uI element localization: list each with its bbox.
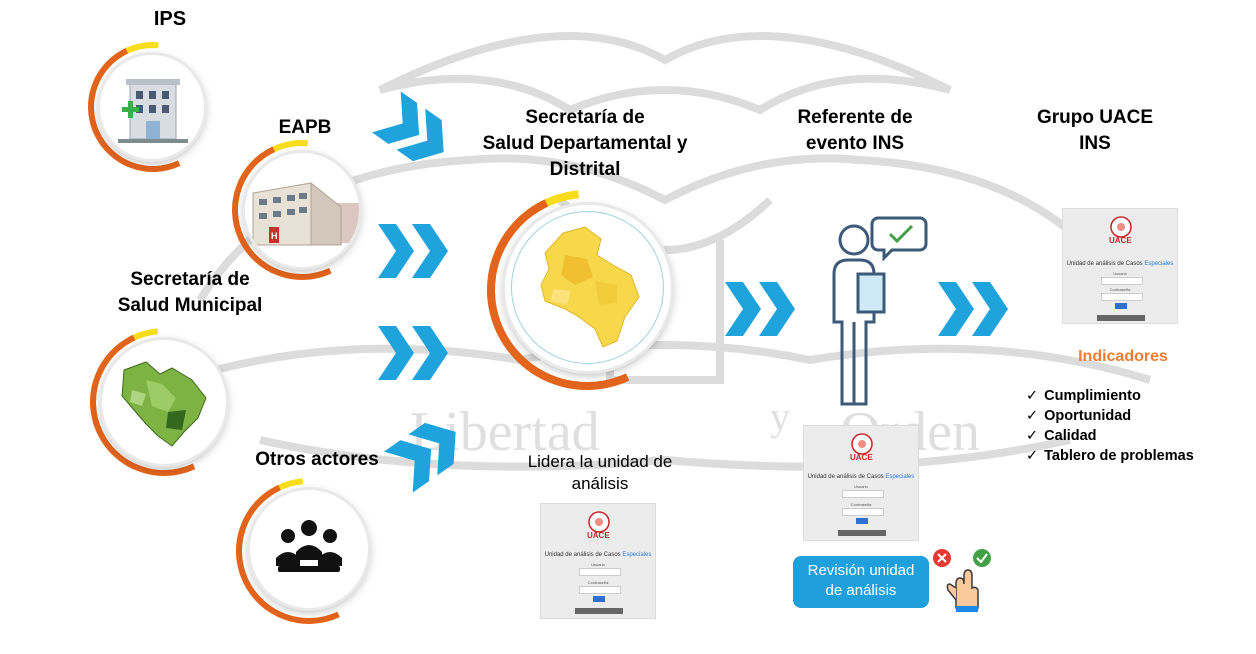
login-submit-button[interactable] [1115, 303, 1127, 309]
indicadores-list: ✓Cumplimiento ✓Oportunidad ✓Calidad ✓Tab… [1026, 386, 1194, 466]
uace-logo-icon: UACE [587, 511, 610, 540]
chevron-arrow-municipal-lower [378, 326, 448, 380]
label-ips: IPS [153, 8, 187, 30]
login-user-label: Usuario [1113, 271, 1127, 276]
login-thumbnail-referente: UACE Unidad de análisis de Casos Especia… [803, 425, 919, 541]
lidera-line2: análisis [571, 474, 629, 493]
chevron-arrow-referente [938, 282, 1008, 336]
watermark-y: y [770, 394, 790, 439]
login-submit-button[interactable] [593, 596, 605, 602]
indicador-item: ✓Calidad [1026, 428, 1097, 444]
chevron-arrow-otros [383, 422, 456, 492]
revision-line1: Revisión unidad [807, 562, 915, 579]
checkmark-icon: ✓ [1026, 448, 1039, 464]
login-password-input[interactable] [1101, 293, 1143, 301]
label-otros: Otros actores [255, 449, 379, 470]
label-departamental-line2: Salud Departamental y [482, 133, 688, 154]
label-departamental-line1: Secretaría de [525, 107, 645, 128]
label-uace-line1: Grupo UACE [1036, 107, 1154, 128]
chevron-arrow-departamental [725, 282, 795, 336]
uace-logo-text: UACE [850, 453, 873, 462]
checkmark-icon: ✓ [1026, 408, 1039, 424]
label-municipal-line1: Secretaría de [130, 269, 250, 290]
label-municipal-line2: Salud Municipal [117, 295, 263, 316]
label-departamental-line3: Distrital [549, 159, 621, 180]
login-title-accent: Especiales [622, 552, 652, 558]
antioquia-map-icon [121, 361, 207, 447]
login-user-input[interactable] [1101, 277, 1143, 285]
login-user-label: Usuario [854, 484, 868, 489]
label-referente-line1: Referente de [797, 107, 913, 128]
login-title-accent: Especiales [885, 474, 915, 480]
login-recover-button[interactable] [1097, 315, 1145, 321]
uace-logo-icon: UACE [1109, 216, 1132, 245]
chevron-arrow-municipal-upper [378, 224, 448, 278]
lidera-line1: Lidera la unidad de [527, 452, 673, 471]
hospital-complex-icon: H [252, 181, 359, 246]
login-password-label: Contraseña [1109, 287, 1131, 292]
login-password-label: Contraseña [587, 580, 609, 585]
login-title: Unidad de análisis de Casos [544, 552, 623, 558]
person-clipboard-icon [832, 216, 928, 406]
label-uace-line2: INS [1079, 133, 1111, 154]
login-user-input[interactable] [579, 568, 621, 576]
indicador-item: ✓Cumplimiento [1026, 388, 1141, 404]
revision-line2: de análisis [825, 582, 897, 599]
approve-reject-hand-icon [933, 549, 991, 612]
eapb-circle: H [245, 153, 359, 267]
revision-box: Revisión unidad de análisis [793, 556, 929, 608]
hospital-building-icon [118, 79, 188, 143]
checkmark-icon: ✓ [1026, 388, 1039, 404]
departamental-circle [505, 205, 671, 371]
indicadores-title: Indicadores [1078, 348, 1168, 365]
municipal-circle [102, 340, 226, 464]
chevron-arrow-eapb [371, 92, 444, 162]
indicador-item: ✓Oportunidad [1026, 408, 1132, 424]
login-password-input[interactable] [842, 508, 884, 516]
login-password-input[interactable] [579, 586, 621, 594]
login-recover-button[interactable] [838, 530, 886, 536]
login-title: Unidad de análisis de Casos [1066, 261, 1145, 267]
login-submit-button[interactable] [856, 518, 868, 524]
login-recover-button[interactable] [575, 608, 623, 614]
ips-circle [100, 55, 204, 159]
svg-text:H: H [271, 231, 278, 241]
login-title: Unidad de análisis de Casos [807, 474, 886, 480]
login-title-accent: Especiales [1144, 261, 1174, 267]
uace-logo-text: UACE [587, 531, 610, 540]
group-meeting-icon [276, 520, 342, 572]
login-thumbnail-uace: UACE Unidad de análisis de Casos Especia… [1062, 208, 1178, 324]
checkmark-icon: ✓ [1026, 428, 1039, 444]
login-thumbnail-departamental: UACE Unidad de análisis de Casos Especia… [540, 503, 656, 619]
otros-circle [250, 490, 368, 608]
login-user-input[interactable] [842, 490, 884, 498]
login-password-label: Contraseña [850, 502, 872, 507]
indicador-item: ✓Tablero de problemas [1026, 448, 1194, 464]
login-user-label: Usuario [591, 562, 605, 567]
uace-logo-text: UACE [1109, 236, 1132, 245]
label-eapb: EAPB [278, 117, 332, 138]
uace-logo-icon: UACE [850, 433, 873, 462]
label-referente-line2: evento INS [805, 133, 905, 154]
